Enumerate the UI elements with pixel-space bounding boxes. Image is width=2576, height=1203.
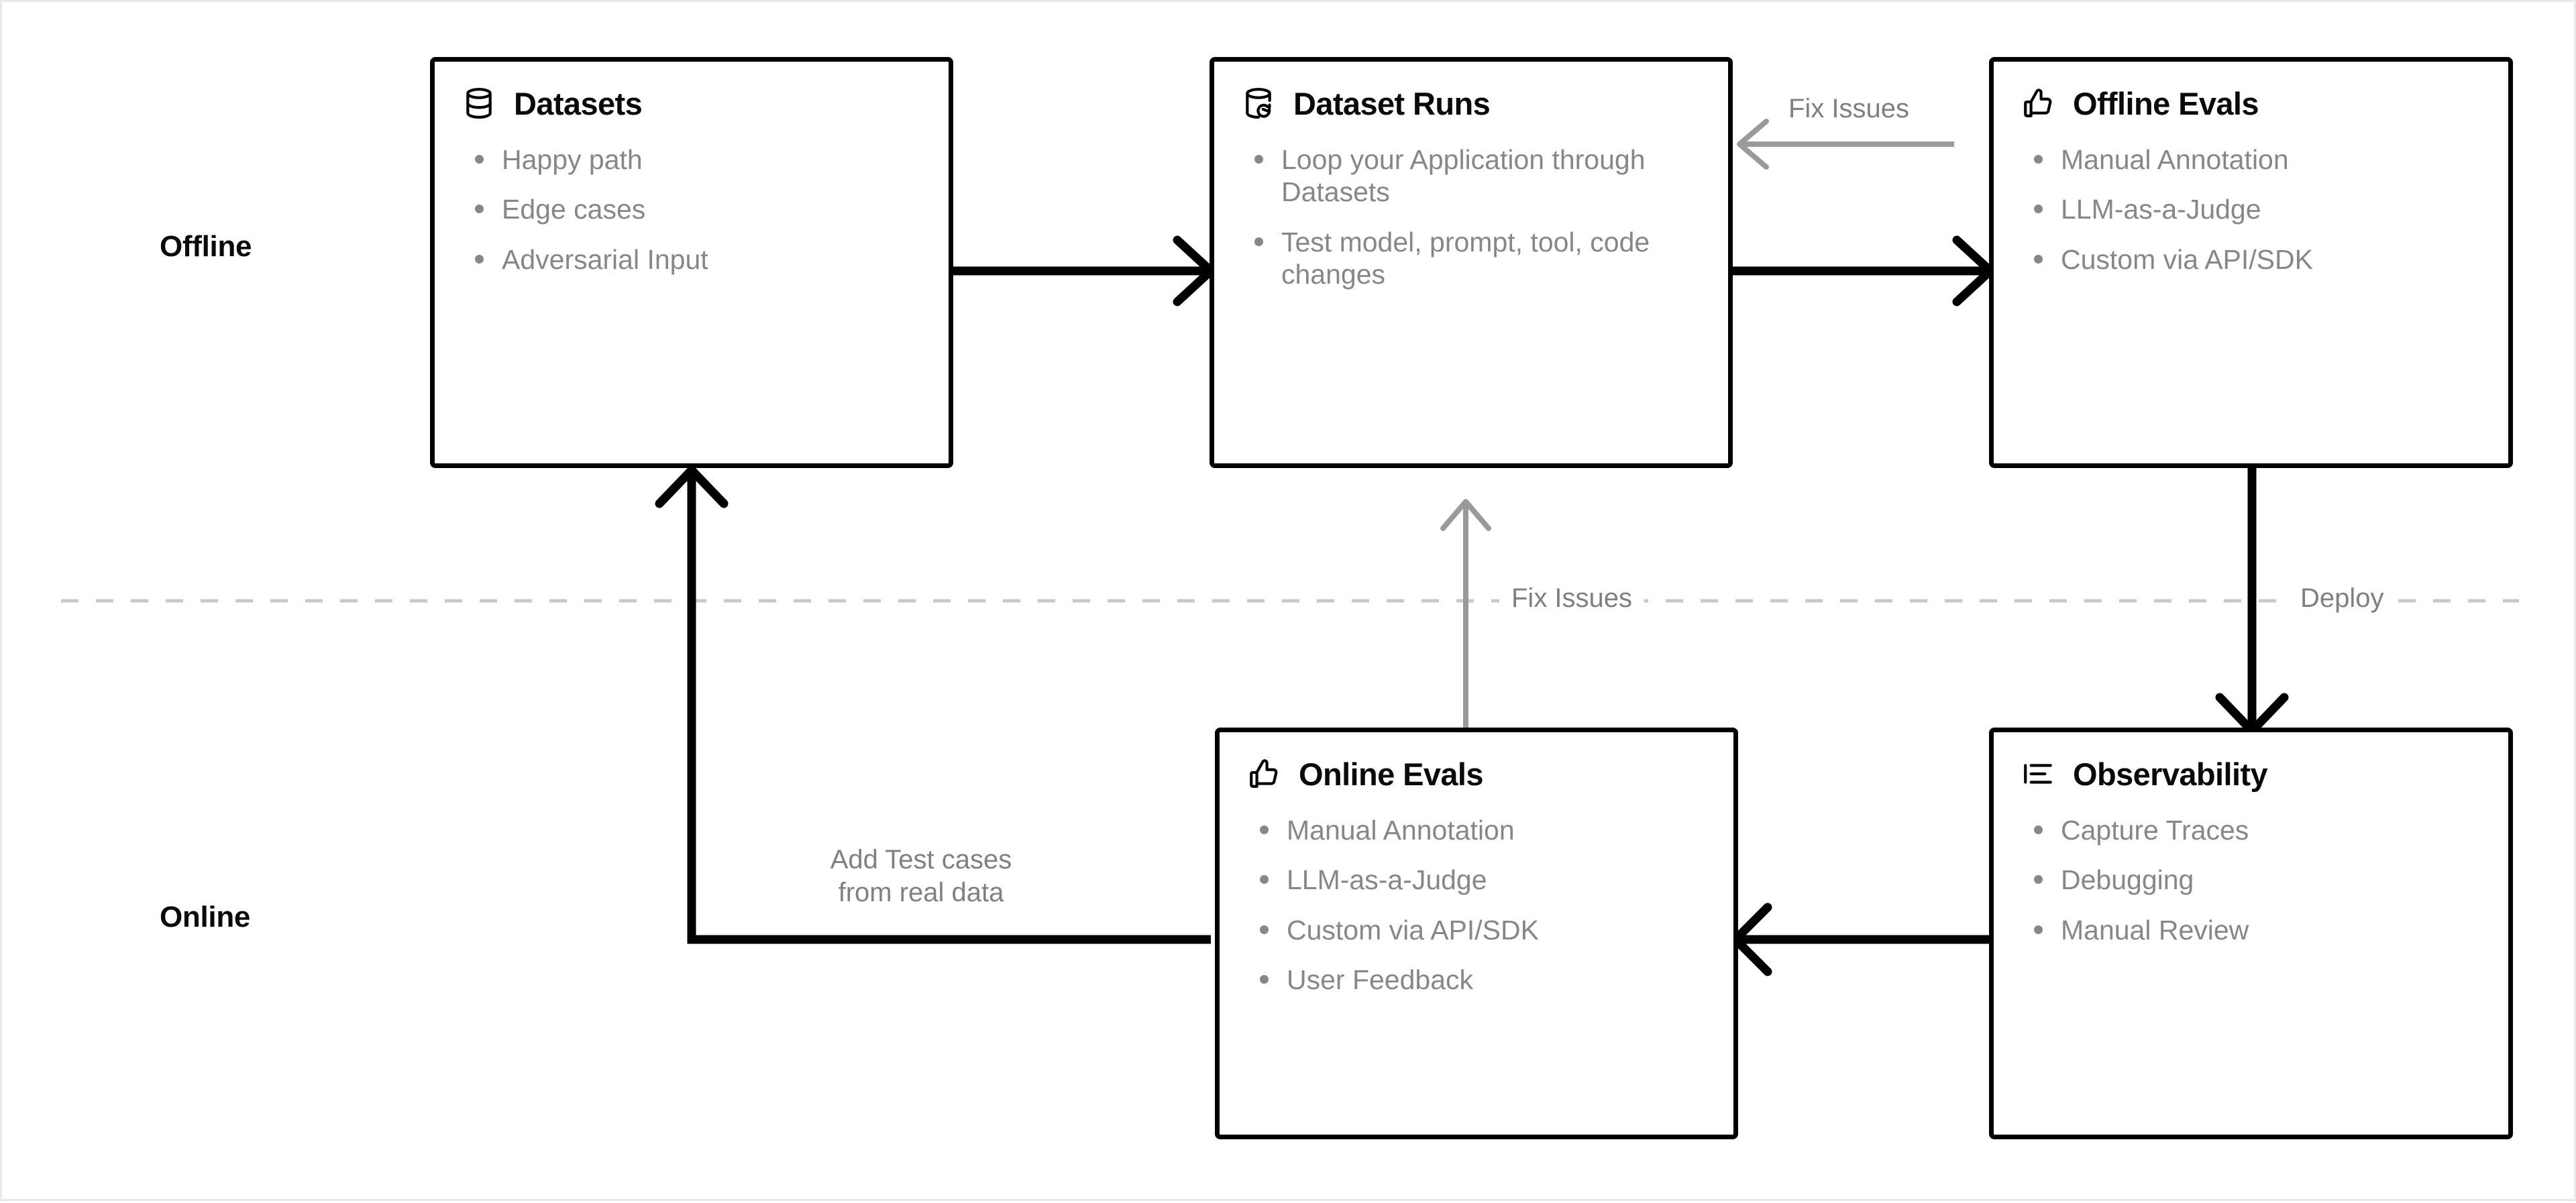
list-item: Edge cases	[471, 193, 922, 225]
list-item: Debugging	[2030, 864, 2481, 896]
edge-offline-evals-to-observability	[2215, 468, 2289, 736]
node-offline-evals-title: Offline Evals	[2073, 85, 2259, 121]
node-observability-bullets: Capture Traces Debugging Manual Review	[2021, 814, 2481, 946]
node-dataset-runs-header: Dataset Runs	[1241, 86, 1701, 121]
edge-datasets-to-dataset-runs	[953, 235, 1216, 306]
node-offline-evals-header: Offline Evals	[2021, 86, 2481, 121]
edge-label-add-test-cases-line2: from real data	[838, 877, 1004, 907]
list-item: Adversarial Input	[471, 243, 922, 276]
node-observability-header: Observability	[2021, 756, 2481, 791]
node-offline-evals-bullets: Manual Annotation LLM-as-a-Judge Custom …	[2021, 144, 2481, 276]
node-observability[interactable]: Observability Capture Traces Debugging M…	[1989, 728, 2513, 1139]
list-item: Loop your Application through Datasets	[1250, 144, 1701, 209]
list-item: LLM-as-a-Judge	[2030, 193, 2481, 225]
list-item: Custom via API/SDK	[1256, 914, 1707, 946]
list-item: Test model, prompt, tool, code changes	[1250, 226, 1701, 291]
node-offline-evals[interactable]: Offline Evals Manual Annotation LLM-as-a…	[1989, 57, 2513, 468]
lane-label-online: Online	[160, 901, 251, 933]
node-datasets-title: Datasets	[514, 85, 643, 121]
edge-label-add-test-cases: Add Test cases from real data	[780, 844, 1062, 909]
thumbs-up-icon	[1246, 756, 1281, 791]
list-icon	[2021, 756, 2055, 791]
edge-label-fix-issues-divider: Fix Issues	[1499, 582, 1645, 615]
node-dataset-runs-title: Dataset Runs	[1293, 85, 1491, 121]
list-item: LLM-as-a-Judge	[1256, 864, 1707, 896]
edge-label-deploy: Deploy	[2288, 582, 2396, 615]
node-datasets-header: Datasets	[462, 86, 922, 121]
node-datasets-bullets: Happy path Edge cases Adversarial Input	[462, 144, 922, 276]
edge-dataset-runs-to-offline-evals	[1733, 235, 1995, 306]
list-item: Custom via API/SDK	[2030, 243, 2481, 276]
node-observability-title: Observability	[2073, 756, 2268, 792]
database-refresh-icon	[1241, 86, 1276, 121]
node-online-evals[interactable]: Online Evals Manual Annotation LLM-as-a-…	[1215, 728, 1738, 1139]
node-online-evals-header: Online Evals	[1246, 756, 1707, 791]
edge-observability-to-online-evals	[1731, 903, 1989, 976]
node-datasets[interactable]: Datasets Happy path Edge cases Adversari…	[430, 57, 953, 468]
node-dataset-runs-bullets: Loop your Application through Datasets T…	[1241, 144, 1701, 291]
list-item: Capture Traces	[2030, 814, 2481, 846]
list-item: User Feedback	[1256, 964, 1707, 996]
node-online-evals-bullets: Manual Annotation LLM-as-a-Judge Custom …	[1246, 814, 1707, 996]
list-item: Manual Annotation	[1256, 814, 1707, 846]
edge-label-fix-issues-top: Fix Issues	[1788, 94, 1910, 123]
list-item: Manual Review	[2030, 914, 2481, 946]
edge-online-evals-to-dataset-runs	[1440, 499, 1491, 728]
edge-offline-evals-to-dataset-runs	[1737, 119, 1954, 170]
edge-label-add-test-cases-line1: Add Test cases	[830, 845, 1012, 874]
lane-label-offline: Offline	[160, 230, 252, 263]
list-item: Manual Annotation	[2030, 144, 2481, 176]
list-item: Happy path	[471, 144, 922, 176]
node-online-evals-title: Online Evals	[1299, 756, 1484, 792]
thumbs-up-icon	[2021, 86, 2055, 121]
node-dataset-runs[interactable]: Dataset Runs Loop your Application throu…	[1210, 57, 1733, 468]
database-icon	[462, 86, 496, 121]
